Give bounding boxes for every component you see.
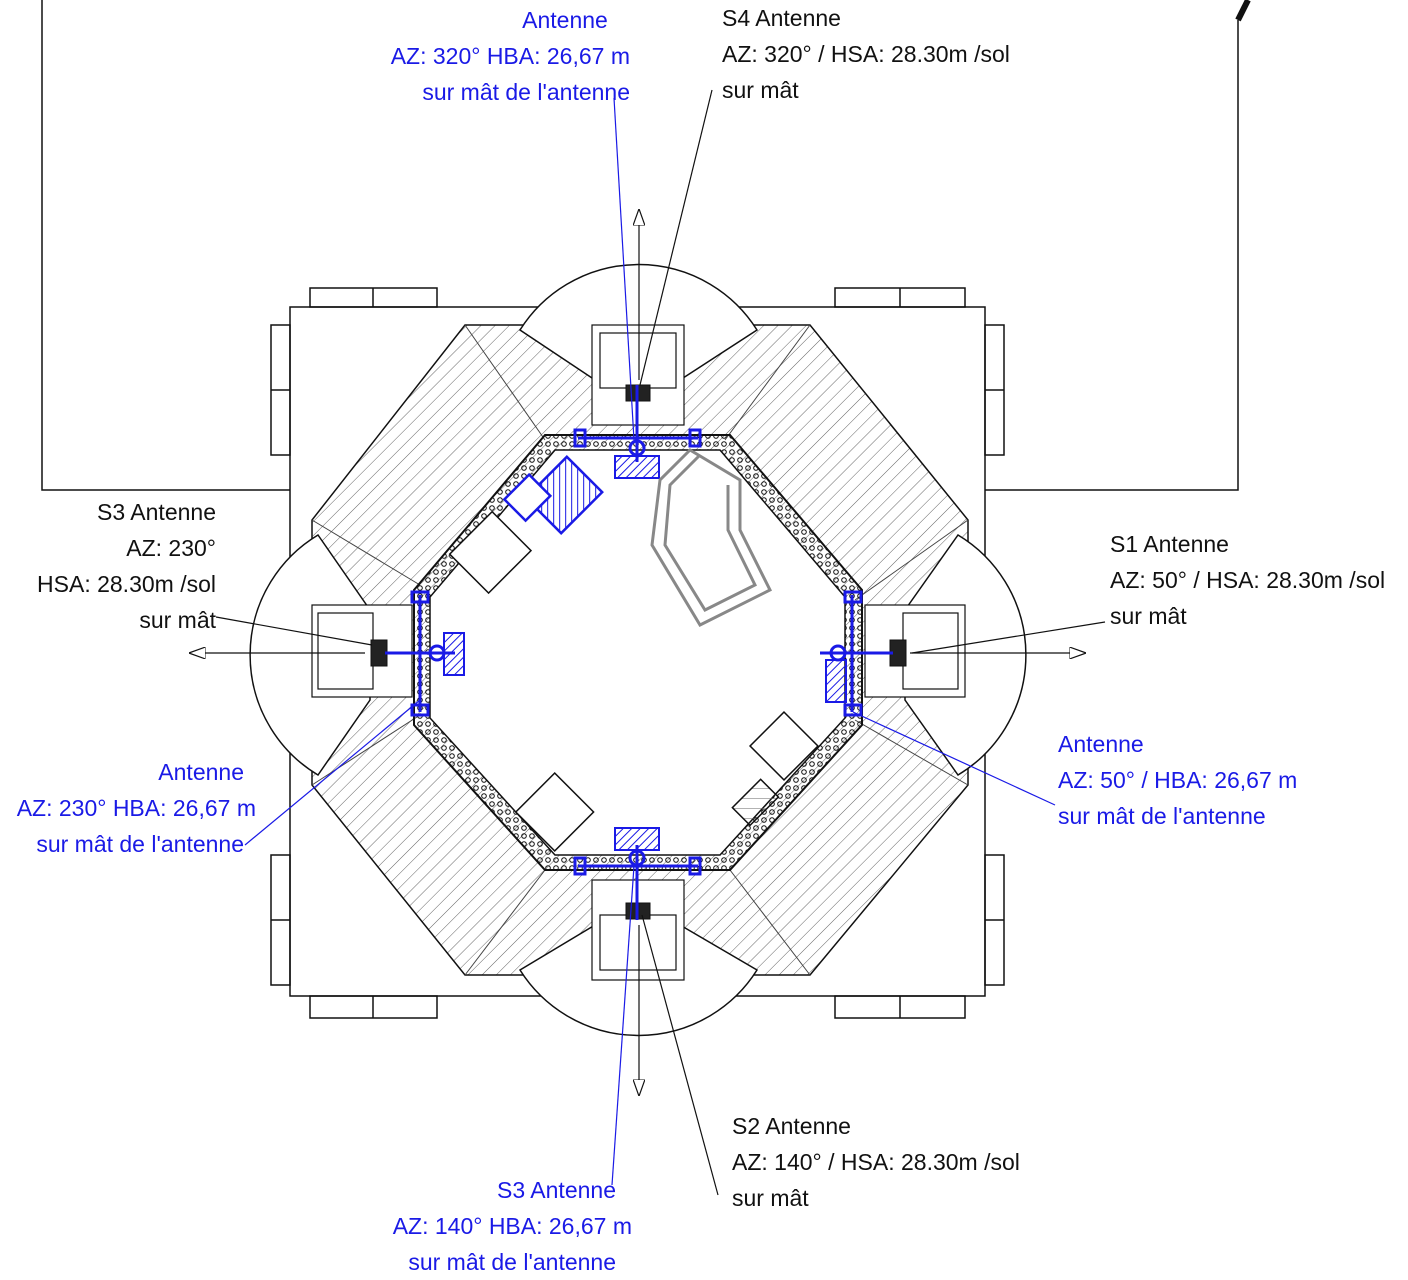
- label-s4-antenna: S4 Antenne AZ: 320° / HSA: 28.30m /sol s…: [722, 0, 1010, 108]
- label-line: S3 Antenne: [97, 499, 216, 525]
- blue-masts: [385, 385, 893, 920]
- label-line: AZ: 230°: [126, 535, 216, 561]
- label-line: AZ: 140° / HSA: 28.30m /sol: [732, 1149, 1020, 1175]
- label-line: AZ: 320° / HSA: 28.30m /sol: [722, 41, 1010, 67]
- label-line: sur mât de l'antenne: [422, 79, 630, 105]
- label-line: S2 Antenne: [732, 1113, 851, 1139]
- label-line: sur mât: [139, 607, 216, 633]
- mount-frames: [311, 324, 966, 981]
- label-line: sur mât: [1110, 603, 1187, 629]
- label-s2-antenna: S2 Antenne AZ: 140° / HSA: 28.30m /sol s…: [732, 1108, 1020, 1216]
- label-line: AZ: 50° / HSA: 28.30m /sol: [1110, 567, 1386, 593]
- label-antenna-south-blue: S3 Antenne AZ: 140° HBA: 26,67 m sur mât…: [360, 1172, 632, 1280]
- label-line: Antenne: [1058, 731, 1144, 757]
- label-antenna-north-blue: Antenne AZ: 320° HBA: 26,67 m sur mât de…: [350, 2, 630, 110]
- label-line: Antenne: [522, 7, 608, 33]
- label-s3-antenna-west: S3 Antenne AZ: 230° HSA: 28.30m /sol sur…: [20, 494, 216, 638]
- label-line: AZ: 230° HBA: 26,67 m: [16, 795, 256, 821]
- label-line: S4 Antenne: [722, 5, 841, 31]
- label-line: AZ: 50° / HBA: 26,67 m: [1058, 767, 1298, 793]
- label-line: AZ: 140° HBA: 26,67 m: [392, 1213, 632, 1239]
- label-antenna-west-blue: Antenne AZ: 230° HBA: 26,67 m sur mât de…: [6, 754, 256, 862]
- label-line: sur mât: [722, 77, 799, 103]
- label-antenna-east-blue: Antenne AZ: 50° / HBA: 26,67 m sur mât d…: [1058, 726, 1297, 834]
- label-line: HSA: 28.30m /sol: [37, 571, 216, 597]
- label-line: S1 Antenne: [1110, 531, 1229, 557]
- equipment-cabinets: [448, 510, 820, 852]
- label-line: sur mât de l'antenne: [36, 831, 244, 857]
- label-s1-antenna: S1 Antenne AZ: 50° / HSA: 28.30m /sol su…: [1110, 526, 1385, 634]
- equipment-box: [502, 455, 604, 535]
- label-line: sur mât: [732, 1185, 809, 1211]
- label-line: S3 Antenne: [497, 1177, 616, 1203]
- label-line: sur mât de l'antenne: [1058, 803, 1266, 829]
- parcel-boundary: [41, 0, 1251, 491]
- label-line: sur mât de l'antenne: [408, 1249, 616, 1275]
- blue-leader-lines: [244, 97, 1056, 1186]
- label-line: Antenne: [158, 759, 244, 785]
- leader-lines: [190, 89, 1106, 1196]
- spiral-staircase: [650, 448, 773, 627]
- terrace: [413, 434, 863, 871]
- label-line: AZ: 320° HBA: 26,67 m: [390, 43, 630, 69]
